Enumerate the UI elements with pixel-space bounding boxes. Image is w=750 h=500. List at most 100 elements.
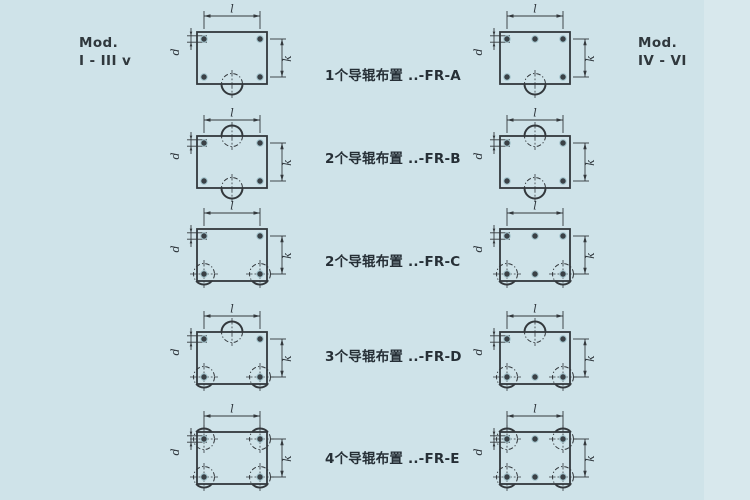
mounting-hole (200, 270, 208, 278)
mounting-hole (531, 473, 539, 481)
roller-circle (249, 366, 271, 388)
rowA-label: 1个导辊布置 ..-FR-A (325, 68, 461, 84)
mounting-hole (531, 435, 539, 443)
roller-outer-arc (220, 83, 244, 96)
roller-outer-arc (554, 383, 572, 389)
mounting-hole (503, 177, 511, 185)
roller-circle (552, 466, 574, 488)
mounting-hole (559, 435, 567, 443)
mounting-hole (256, 73, 264, 81)
mounting-hole (503, 473, 511, 481)
diagram-rowA-mod4-6: lkd (472, 3, 597, 98)
mounting-hole (200, 139, 208, 147)
roller-circle (552, 263, 574, 285)
dimension-label: k (281, 355, 294, 362)
diagram-rowD-mod1-3: lkd (169, 303, 294, 391)
rowC-label: 2个导辊布置 ..-FR-C (325, 254, 461, 270)
roller-circle (552, 428, 574, 450)
mounting-hole (531, 373, 539, 381)
mounting-hole (200, 335, 208, 343)
mounting-hole (503, 335, 511, 343)
roller-circle (193, 263, 215, 285)
mounting-hole (531, 35, 539, 43)
mod-word-left: Mod. (79, 35, 119, 51)
roller-outer-arc (498, 383, 516, 389)
mounting-hole (559, 177, 567, 185)
mounting-hole (256, 373, 264, 381)
dimension-label: l (533, 107, 537, 120)
mod-word-right: Mod. (638, 35, 678, 51)
diagram-rowA-mod1-3: lkd (169, 3, 294, 98)
mounting-hole (256, 335, 264, 343)
dimension-label: k (281, 159, 294, 166)
roller-outer-arc (195, 483, 213, 489)
mounting-hole (531, 270, 539, 278)
roller-circle (249, 428, 271, 450)
dimension-label: l (533, 200, 537, 213)
mounting-hole (256, 435, 264, 443)
diagram-rowC-mod1-3: lkd (169, 200, 294, 288)
dimension-label: d (472, 152, 485, 159)
roller-outer-arc (195, 383, 213, 389)
dimension-label: d (169, 152, 182, 159)
mounting-hole (256, 139, 264, 147)
mounting-hole (200, 435, 208, 443)
mounting-hole (200, 373, 208, 381)
mounting-hole (559, 73, 567, 81)
rowE-label: 4个导辊布置 ..-FR-E (325, 451, 460, 467)
roller-outer-arc (220, 320, 244, 333)
roller-circle (552, 366, 574, 388)
dimension-label: k (584, 455, 597, 462)
roller-circle (496, 428, 518, 450)
mounting-hole (256, 473, 264, 481)
roller-outer-arc (554, 280, 572, 286)
mounting-hole (559, 232, 567, 240)
dimension-label: k (281, 55, 294, 62)
roller-outer-arc (251, 483, 269, 489)
roller-outer-arc (195, 280, 213, 286)
mounting-hole (531, 232, 539, 240)
roller-outer-arc (523, 83, 547, 96)
dimension-label: d (472, 48, 485, 55)
diagram-rowB-mod4-6: lkd (472, 107, 597, 202)
roller-outer-arc (554, 483, 572, 489)
mounting-hole (503, 435, 511, 443)
mounting-hole (503, 373, 511, 381)
roller-outer-arc (523, 187, 547, 200)
mounting-hole (200, 35, 208, 43)
roller-outer-arc (523, 320, 547, 333)
dimension-label: d (472, 245, 485, 252)
roller-circle (193, 366, 215, 388)
roller-circle (496, 263, 518, 285)
dimension-label: d (169, 48, 182, 55)
roller-circle (193, 466, 215, 488)
diagram-rowC-mod4-6: lkd (472, 200, 597, 288)
roller-outer-arc (220, 187, 244, 200)
roller-outer-arc (498, 280, 516, 286)
mounting-hole (200, 73, 208, 81)
mounting-hole (200, 473, 208, 481)
dimension-label: d (472, 448, 485, 455)
mounting-hole (503, 232, 511, 240)
mounting-hole (256, 35, 264, 43)
mounting-hole (503, 139, 511, 147)
dimension-label: d (169, 348, 182, 355)
roller-circle (193, 428, 215, 450)
dimension-label: k (281, 252, 294, 259)
roller-outer-arc (251, 427, 269, 433)
rowD-label: 3个导辊布置 ..-FR-D (325, 349, 462, 365)
mounting-hole (503, 35, 511, 43)
mounting-hole (559, 270, 567, 278)
dimension-label: l (533, 303, 537, 316)
dimension-label: d (169, 448, 182, 455)
dimension-label: l (533, 3, 537, 16)
roller-outer-arc (195, 427, 213, 433)
mounting-hole (200, 232, 208, 240)
mounting-hole (256, 177, 264, 185)
roller-circle (249, 263, 271, 285)
mod-range-right-value: IV - VI (638, 53, 687, 70)
roller-outer-arc (523, 124, 547, 137)
dimension-label: k (584, 355, 597, 362)
diagram-rowE-mod1-3: lkd (169, 403, 294, 491)
mounting-hole (559, 139, 567, 147)
